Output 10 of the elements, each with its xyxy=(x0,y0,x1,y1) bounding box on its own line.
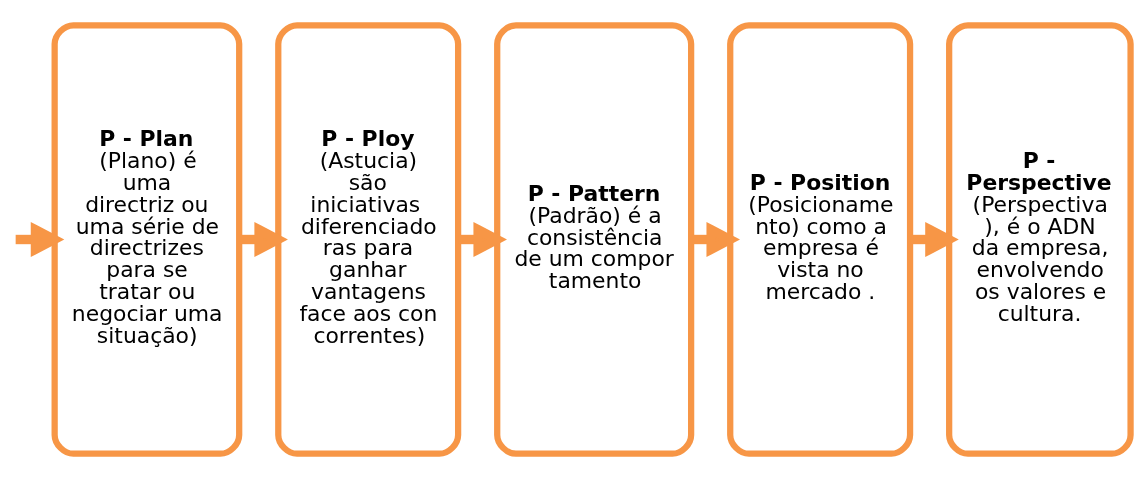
node-box: P - Position (Posicionamento) como a empresa é vista no mercado . xyxy=(727,21,914,457)
arrow xyxy=(458,221,507,257)
arrow xyxy=(691,221,740,257)
node-box: P - Ploy (Astucia) são iniciativas diferenciadoras para ganhar vantagens face aos concorrentes) xyxy=(275,21,462,457)
node-box: P - Pattern (Padrão) é a consistência de um comportamento xyxy=(494,21,695,457)
arrow xyxy=(910,221,959,257)
arrow xyxy=(15,221,65,257)
node-box: P - Plan (Plano) é uma directriz ou uma série de directrizes para se tratar ou negociar uma situação) xyxy=(51,21,243,457)
node-box: P - Perspective (Perspectiva), é o ADN da empresa, envolvendo os valores e cultura. xyxy=(946,21,1134,457)
arrow xyxy=(239,221,288,257)
